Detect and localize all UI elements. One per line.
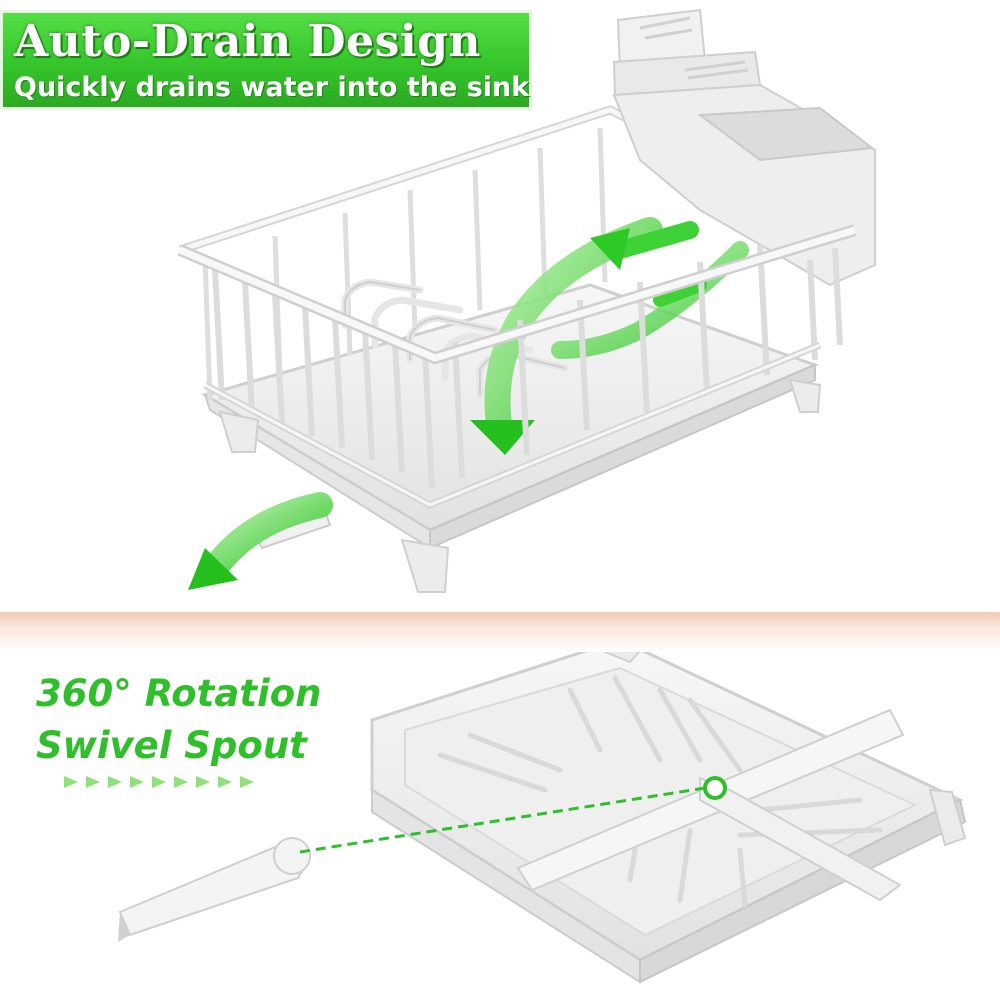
- dish-rack-illustration: [177, 8, 876, 593]
- rotation-line-1: 360° Rotation: [36, 672, 322, 715]
- banner-title: Auto-Drain Design: [14, 16, 481, 67]
- chevron-right-icon: [86, 776, 100, 788]
- chevron-right-icon: [130, 776, 144, 788]
- section-divider: [0, 612, 1000, 652]
- banner-subtitle: Quickly drains water into the sink: [14, 72, 530, 103]
- chevron-right-icon: [196, 776, 210, 788]
- feature-banner: Auto-Drain Design Quickly drains water i…: [0, 10, 532, 110]
- chevron-right-icon: [174, 776, 188, 788]
- chevron-right-icon: [152, 776, 166, 788]
- utensil-holder: [612, 8, 876, 287]
- rotation-heading: 360° Rotation Swivel Spout: [36, 668, 321, 772]
- chevron-right-icon: [64, 776, 78, 788]
- swivel-tray-illustration: [118, 620, 967, 984]
- rotation-line-2: Swivel Spout: [36, 724, 307, 767]
- chevron-right-icon: [240, 776, 254, 788]
- chevron-right-icon: [218, 776, 232, 788]
- chevron-right-icon: [108, 776, 122, 788]
